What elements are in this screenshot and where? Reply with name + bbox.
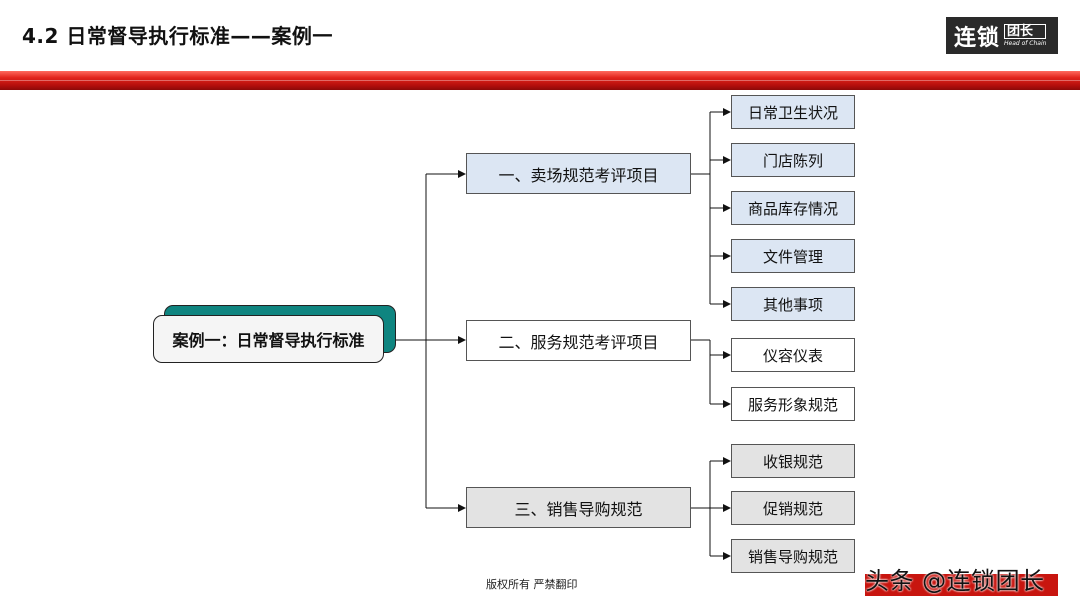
logo-english-text: Head of Chain <box>1004 40 1047 47</box>
page-title: 4.2 日常督导执行标准——案例一 <box>22 24 333 48</box>
leaf-node: 日常卫生状况 <box>731 95 855 129</box>
root-node: 案例一：日常督导执行标准 <box>153 315 384 363</box>
leaf-node: 仪容仪表 <box>731 338 855 372</box>
brand-logo: 连锁 团长 Head of Chain <box>946 17 1058 54</box>
leaf-node: 销售导购规范 <box>731 539 855 573</box>
leaf-node: 文件管理 <box>731 239 855 273</box>
leaf-node: 商品库存情况 <box>731 191 855 225</box>
logo-main-text: 连锁 <box>954 25 1001 51</box>
watermark-text: 头条 @连锁团长 <box>865 567 1045 595</box>
leaf-node: 门店陈列 <box>731 143 855 177</box>
branch-node-2: 二、服务规范考评项目 <box>466 320 691 361</box>
branch-node-1: 一、卖场规范考评项目 <box>466 153 691 194</box>
logo-side: 团长 Head of Chain <box>1004 24 1047 47</box>
branch-node-3: 三、销售导购规范 <box>466 487 691 528</box>
leaf-node: 其他事项 <box>731 287 855 321</box>
logo-side-text: 团长 <box>1004 24 1047 39</box>
footer-red-bar <box>865 574 1058 596</box>
copyright-text: 版权所有 严禁翻印 <box>486 578 578 591</box>
leaf-node: 服务形象规范 <box>731 387 855 421</box>
leaf-node: 促销规范 <box>731 491 855 525</box>
header-divider-band <box>0 71 1080 90</box>
leaf-node: 收银规范 <box>731 444 855 478</box>
